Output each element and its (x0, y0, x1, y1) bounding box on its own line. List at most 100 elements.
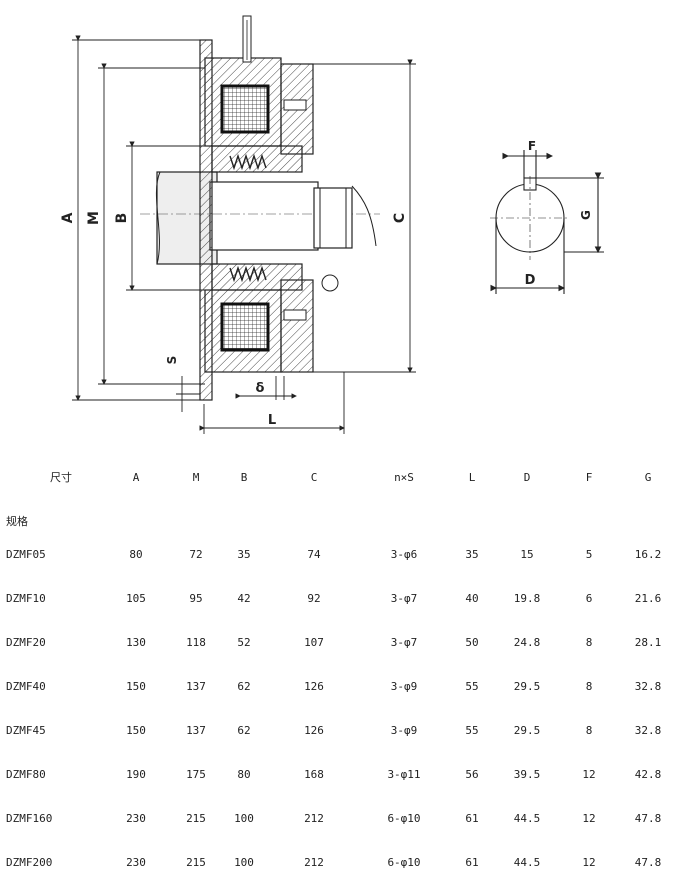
label-F: F (528, 139, 536, 153)
value-cell: 3-φ7 (390, 635, 418, 649)
value-cell: 100 (234, 811, 254, 825)
column-header: M (192, 470, 200, 484)
value-cell: 12 (582, 767, 596, 781)
springs (229, 153, 267, 283)
column-header: C (310, 470, 318, 484)
column-header: A (132, 470, 140, 484)
value-cell: 21.6 (634, 591, 662, 605)
value-cell: 32.8 (634, 723, 662, 737)
label-delta: δ (256, 381, 265, 396)
value-cell: 95 (189, 591, 203, 605)
table-subheader-row: 规格 (0, 510, 676, 532)
value-cell: 50 (465, 635, 479, 649)
dimension-lines (72, 35, 416, 434)
dimension-labels: A M B C S δ L F G D (60, 139, 593, 428)
corner-label-model: 规格 (6, 515, 28, 528)
value-cell: 3-φ9 (390, 679, 418, 693)
label-B: B (114, 213, 130, 224)
value-cell: 39.5 (513, 767, 541, 781)
value-cell: 150 (126, 679, 146, 693)
label-C: C (392, 213, 408, 223)
value-cell: 62 (237, 723, 251, 737)
value-cell: 107 (304, 635, 324, 649)
column-header: D (523, 470, 531, 484)
value-cell: 105 (126, 591, 146, 605)
label-G: G (579, 210, 593, 220)
value-cell: 212 (304, 811, 324, 825)
clutch-cross-section-drawing: A M B C S δ L F G D (60, 15, 604, 434)
value-cell: 74 (307, 547, 321, 561)
value-cell: 35 (237, 547, 251, 561)
value-cell: 55 (465, 723, 479, 737)
value-cell: 61 (465, 811, 479, 825)
value-cell: 8 (585, 635, 593, 649)
column-header: L (468, 470, 476, 484)
model-cell: DZMF80 (6, 767, 46, 781)
value-cell: 44.5 (513, 811, 541, 825)
column-header: B (240, 470, 248, 484)
column-header: n×S (394, 470, 414, 484)
label-A: A (60, 212, 76, 223)
value-cell: 190 (126, 767, 146, 781)
coil-windings (220, 84, 270, 352)
model-cell: DZMF40 (6, 679, 46, 693)
corner-label-size: 尺寸 (50, 471, 72, 484)
model-cell: DZMF160 (6, 811, 53, 825)
value-cell: 6 (585, 591, 593, 605)
table-header-row: 尺寸 A M B C n×S L D F G (0, 444, 676, 510)
value-cell: 80 (129, 547, 143, 561)
value-cell: 52 (237, 635, 251, 649)
hub-and-screws (283, 99, 377, 321)
value-cell: 3-φ6 (390, 547, 418, 561)
label-D: D (525, 273, 536, 288)
label-M: M (86, 211, 102, 225)
value-cell: 137 (186, 723, 206, 737)
label-L: L (268, 413, 276, 428)
value-cell: 6-φ10 (387, 855, 421, 869)
value-cell: 29.5 (513, 723, 541, 737)
value-cell: 8 (585, 723, 593, 737)
value-cell: 3-φ11 (387, 767, 421, 781)
keyway-section (490, 150, 604, 294)
value-cell: 130 (126, 635, 146, 649)
model-cell: DZMF20 (6, 635, 46, 649)
value-cell: 12 (582, 811, 596, 825)
value-cell: 137 (186, 679, 206, 693)
value-cell: 15 (520, 547, 534, 561)
value-cell: 215 (186, 811, 206, 825)
value-cell: 28.1 (634, 635, 662, 649)
value-cell: 42.8 (634, 767, 662, 781)
lead-wire (242, 15, 252, 63)
table-row: DZMF160 230 215 100 212 6-φ10 61 44.5 12 47.8 (0, 796, 676, 840)
model-cell: DZMF200 (6, 855, 53, 869)
value-cell: 126 (304, 679, 324, 693)
model-cell: DZMF10 (6, 591, 46, 605)
value-cell: 42 (237, 591, 251, 605)
value-cell: 126 (304, 723, 324, 737)
column-header: G (644, 470, 652, 484)
value-cell: 19.8 (513, 591, 541, 605)
value-cell: 230 (126, 811, 146, 825)
value-cell: 175 (186, 767, 206, 781)
value-cell: 35 (465, 547, 479, 561)
value-cell: 215 (186, 855, 206, 869)
value-cell: 12 (582, 855, 596, 869)
value-cell: 8 (585, 679, 593, 693)
value-cell: 61 (465, 855, 479, 869)
value-cell: 6-φ10 (387, 811, 421, 825)
value-cell: 80 (237, 767, 251, 781)
value-cell: 3-φ7 (390, 591, 418, 605)
value-cell: 150 (126, 723, 146, 737)
value-cell: 32.8 (634, 679, 662, 693)
value-cell: 47.8 (634, 811, 662, 825)
value-cell: 55 (465, 679, 479, 693)
value-cell: 92 (307, 591, 321, 605)
value-cell: 72 (189, 547, 203, 561)
